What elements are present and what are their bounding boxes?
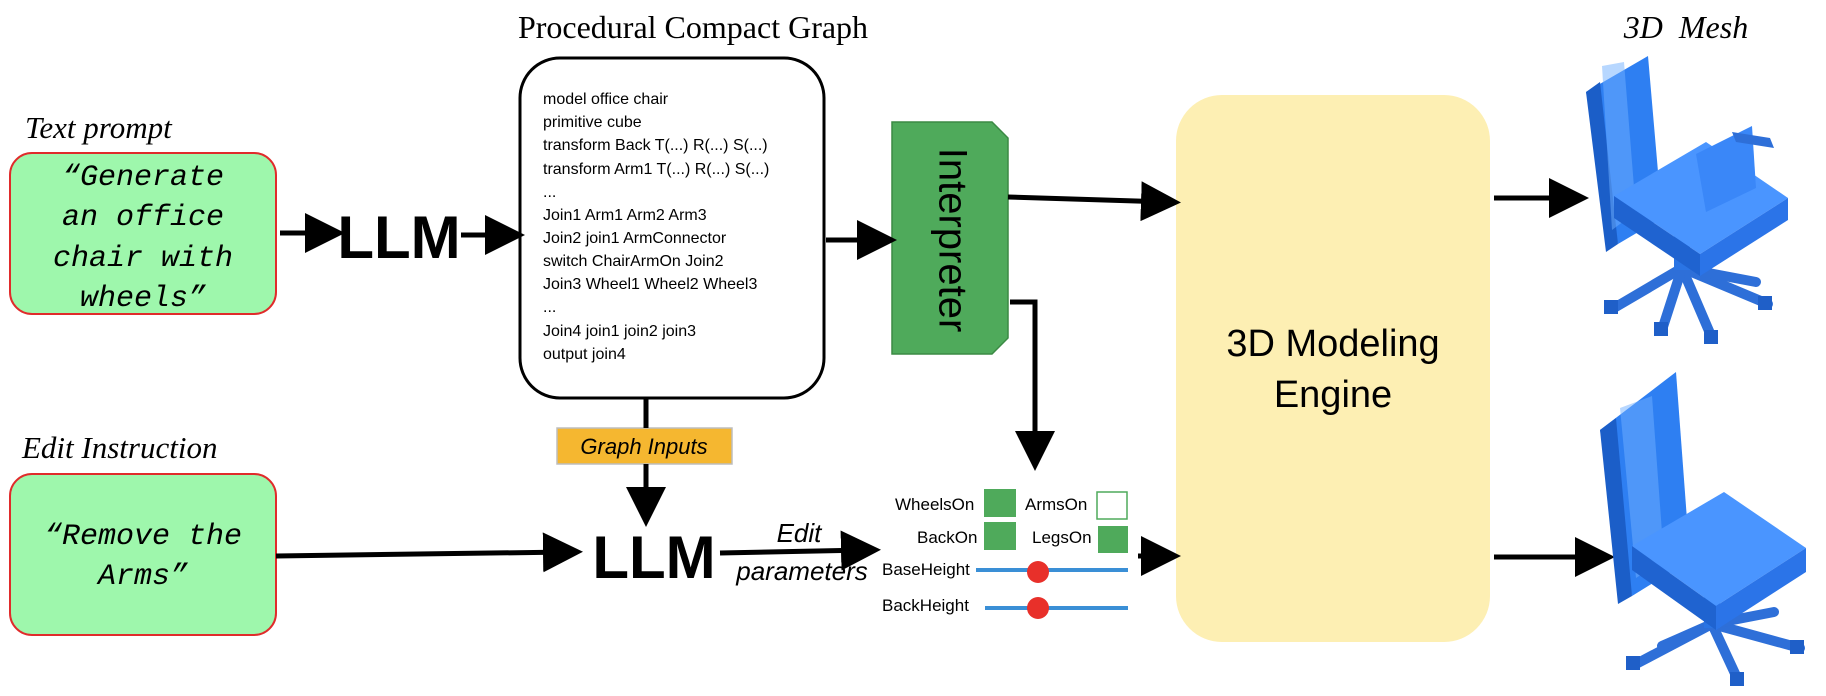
code-line: output join4: [543, 346, 626, 363]
modeling-engine-block: 3D Modeling Engine: [1176, 95, 1490, 642]
arrows: [275, 178, 1615, 577]
graph-title: Procedural Compact Graph: [518, 9, 868, 45]
graph-code-lines: model office chair primitive cube transf…: [543, 91, 769, 363]
arrow-interpreter-to-params: [1010, 299, 1055, 471]
edit-label-line-2: parameters: [735, 556, 868, 586]
back-height-label: BackHeight: [882, 596, 969, 615]
edit-label-line-1: Edit: [777, 518, 824, 548]
text-prompt-title: Text prompt: [25, 110, 173, 145]
back-on-checkbox[interactable]: [984, 522, 1016, 550]
engine-label-line-2: Engine: [1274, 374, 1392, 416]
arrow-interpreter-to-engine: [1007, 181, 1181, 222]
code-line: transform Back T(...) R(...) S(...): [543, 137, 768, 154]
code-line: Join2 join1 ArmConnector: [543, 230, 727, 247]
chair-with-arms-mesh: [1586, 56, 1788, 344]
prompt-line-4: wheels”: [80, 282, 207, 316]
arms-on-label: ArmsOn: [1025, 495, 1087, 514]
text-prompt-box: “Generate an office chair with wheels”: [9, 152, 277, 316]
base-height-slider-knob[interactable]: [1027, 561, 1049, 583]
edit-line-2: Arms”: [96, 560, 189, 594]
edit-instruction-title: Edit Instruction: [21, 430, 217, 465]
code-line: Join1 Arm1 Arm2 Arm3: [543, 207, 707, 224]
interpreter-block: Interpreter: [891, 121, 1009, 355]
arms-on-checkbox[interactable]: [1096, 491, 1128, 520]
edit-instruction-box: “Remove the Arms”: [9, 473, 277, 636]
graph-code-box: model office chair primitive cube transf…: [518, 56, 826, 400]
back-on-label: BackOn: [917, 528, 977, 547]
chair-without-arms-mesh: [1600, 372, 1806, 686]
code-line: ...: [543, 184, 556, 201]
legs-on-label: LegsOn: [1032, 528, 1092, 547]
edit-line-1: “Remove the: [44, 520, 242, 554]
code-line: model office chair: [543, 91, 669, 108]
legs-on-checkbox[interactable]: [1098, 526, 1128, 553]
prompt-line-2: an office: [62, 201, 224, 235]
llm-top-label: LLM: [337, 204, 460, 271]
graph-inputs-label: Graph Inputs: [580, 434, 707, 459]
base-height-label: BaseHeight: [882, 560, 970, 579]
prompt-line-3: chair with: [53, 242, 233, 276]
arrow-edit-to-llm: [275, 532, 583, 573]
interpreter-label: Interpreter: [930, 148, 974, 333]
code-line: transform Arm1 T(...) R(...) S(...): [543, 161, 769, 178]
code-line: switch ChairArmOn Join2: [543, 253, 724, 270]
engine-label-line-1: 3D Modeling: [1226, 323, 1439, 365]
code-line: Join3 Wheel1 Wheel2 Wheel3: [543, 276, 757, 293]
back-height-slider-knob[interactable]: [1027, 597, 1049, 619]
graph-inputs-badge: Graph Inputs: [556, 427, 733, 465]
arrow-llm-to-params: [719, 530, 881, 571]
code-line: ...: [543, 299, 556, 316]
llm-bottom-label: LLM: [592, 524, 715, 591]
mesh-title: 3D Mesh: [1623, 9, 1748, 45]
wheels-on-label: WheelsOn: [895, 495, 974, 514]
parameter-panel: WheelsOn ArmsOn BackOn LegsOn BaseHeight…: [882, 489, 1128, 619]
code-line: Join4 join1 join2 join3: [543, 323, 696, 340]
wheels-on-checkbox[interactable]: [984, 489, 1016, 517]
prompt-line-1: “Generate: [62, 161, 224, 195]
code-line: primitive cube: [543, 114, 642, 131]
